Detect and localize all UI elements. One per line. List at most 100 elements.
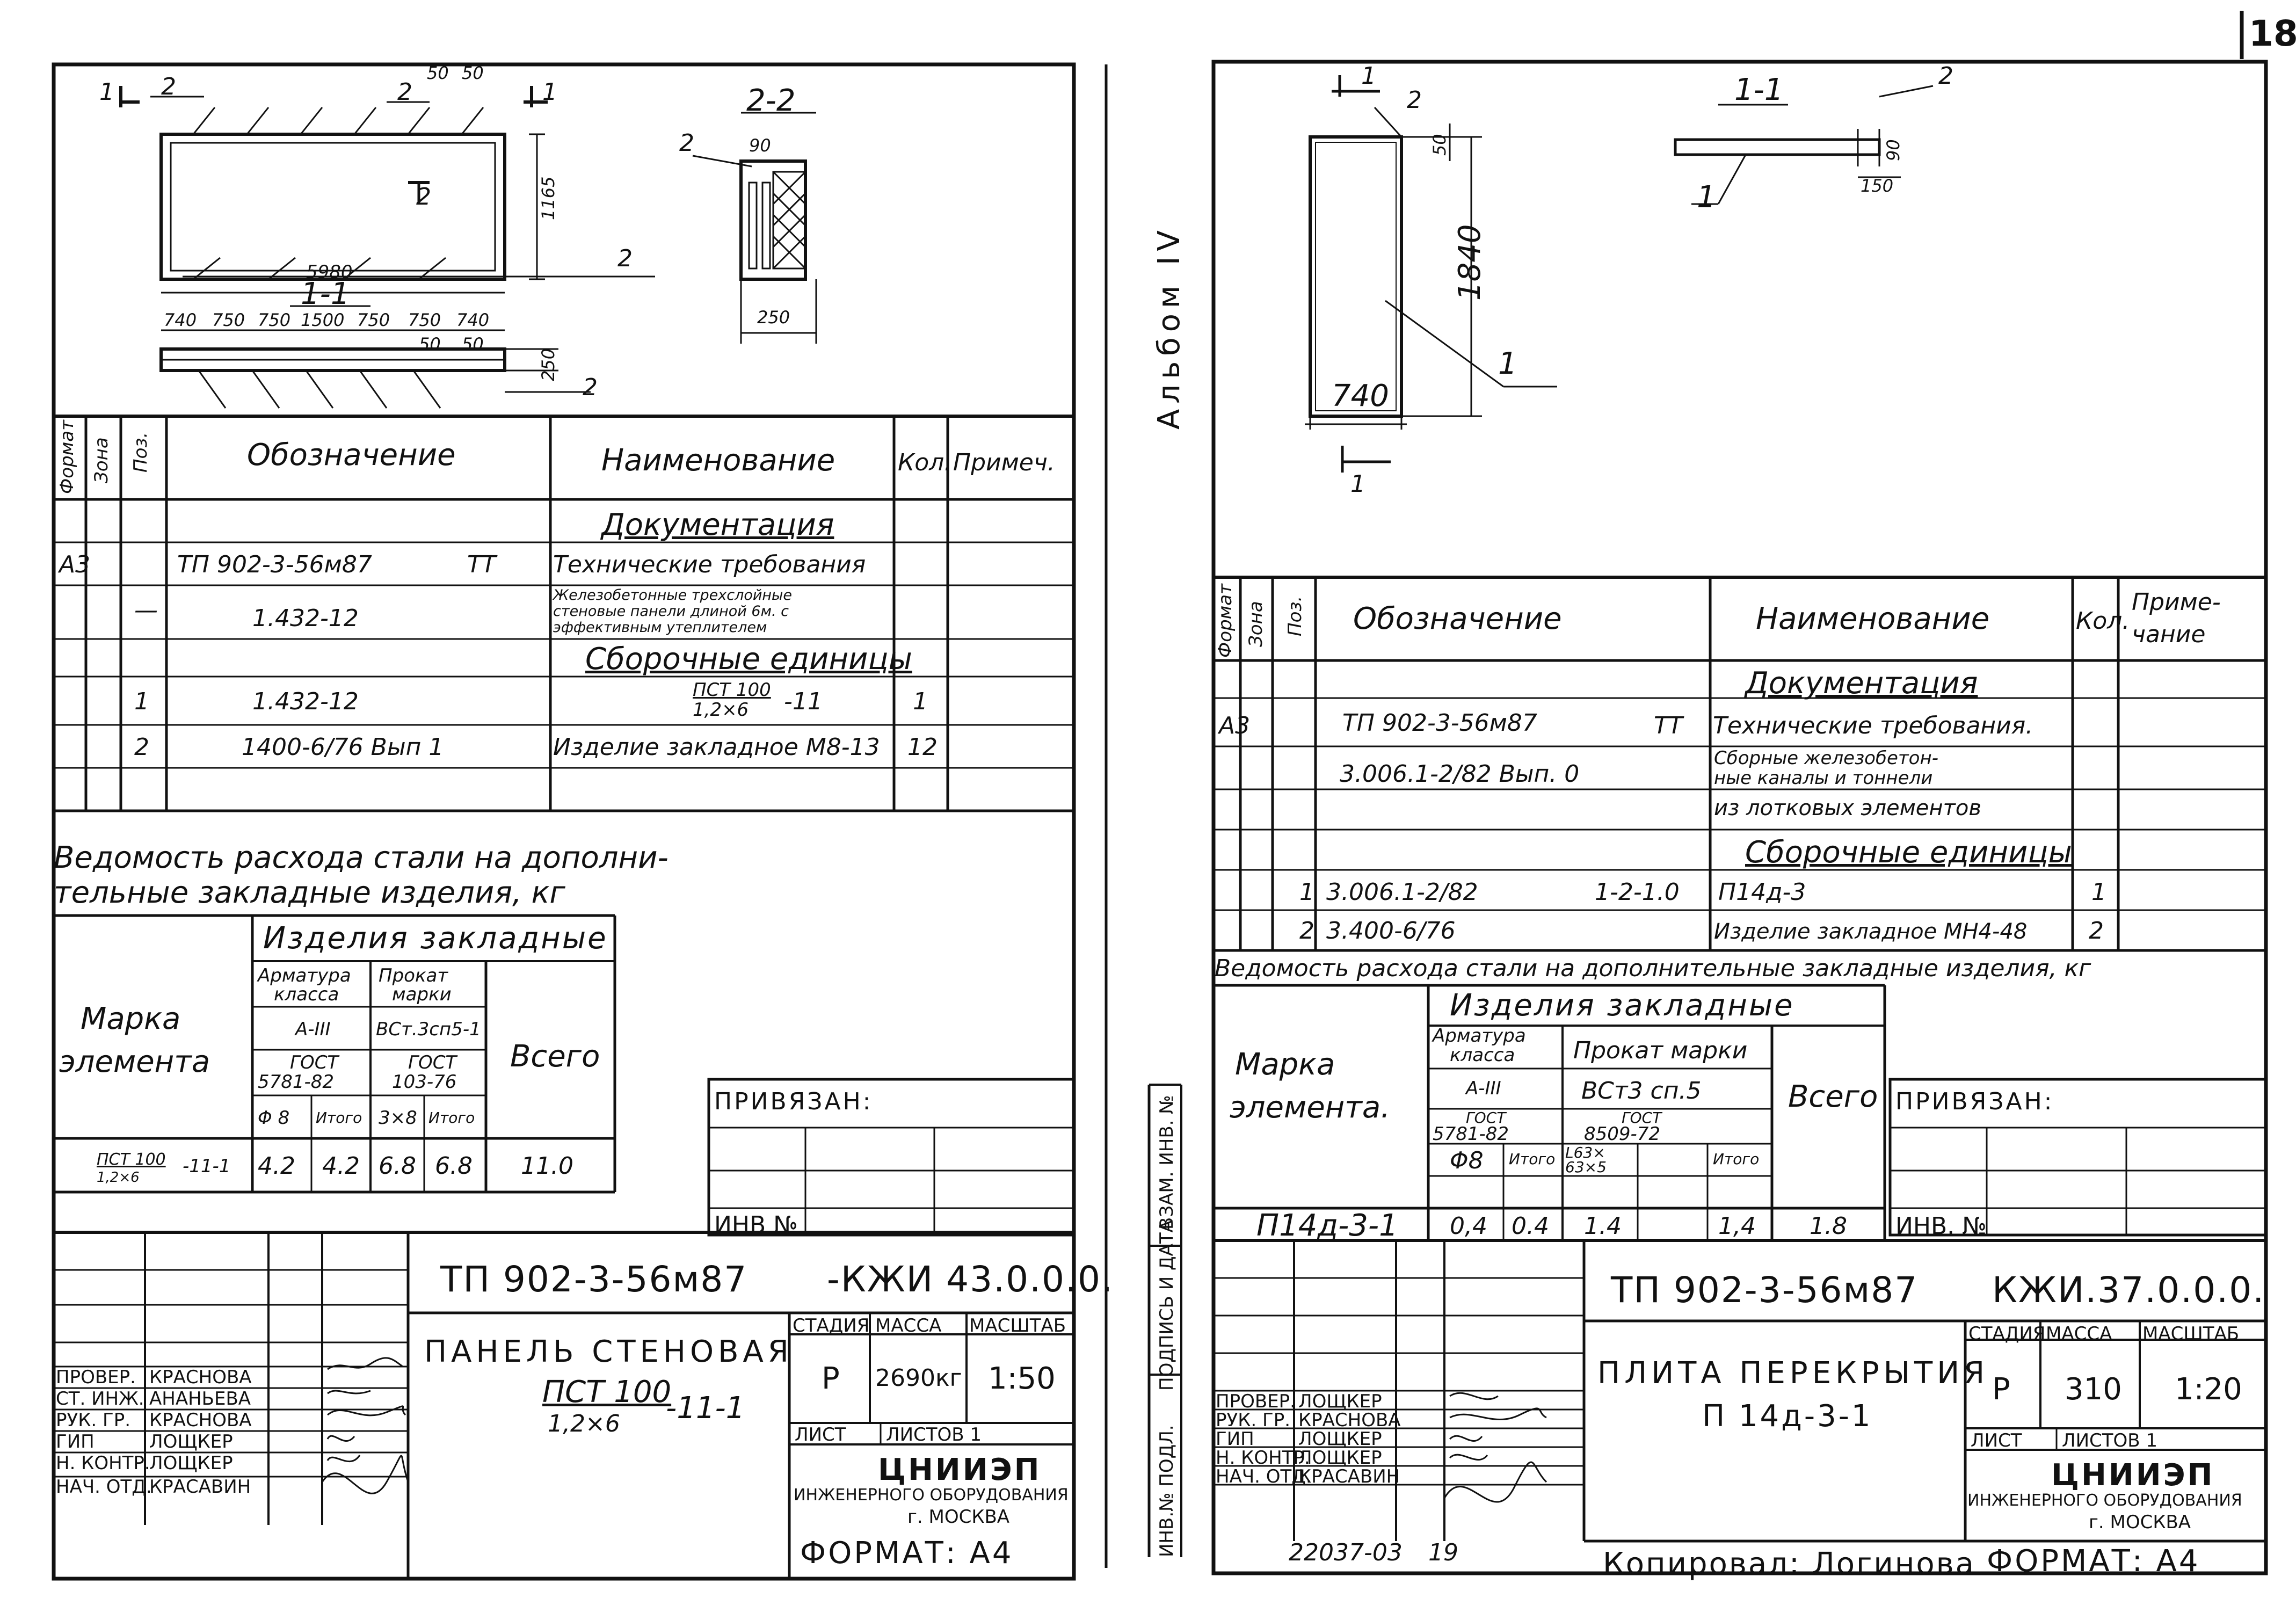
privyazan-label: ПРИВЯЗАН: xyxy=(714,1088,873,1115)
section-mark-1: 1 xyxy=(542,78,557,106)
privyazan-label: ПРИВЯЗАН: xyxy=(1895,1088,2054,1115)
dimension-label: 1165 xyxy=(538,176,558,220)
steel-title: Ведомость расхода стали на дополнительны… xyxy=(1215,955,2091,982)
drawing-title-den: 1,2×6 xyxy=(548,1410,620,1437)
person-name: КРАСАВИН xyxy=(1298,1466,1400,1487)
steel-header-rolled: Прокат марки xyxy=(1573,1037,1748,1064)
person-name: ЛОЩКЕР xyxy=(149,1431,233,1452)
mass-value: 310 xyxy=(2065,1372,2122,1407)
person-name: КРАСНОВА xyxy=(149,1367,252,1388)
steel-value: 4.2 xyxy=(322,1152,360,1180)
person-name: АНАНЬЕВА xyxy=(149,1388,251,1410)
stage-value: Р xyxy=(822,1361,840,1396)
steel-header-rebar: Арматура xyxy=(258,965,351,986)
role-label: ГИП xyxy=(1216,1428,1254,1450)
section-1-1-title: 1-1 xyxy=(1734,72,1784,107)
project-code: ТП 902-3-56м87 xyxy=(440,1259,748,1300)
format-label: ФОРМАТ: А4 xyxy=(800,1536,1014,1571)
stage-value: Р xyxy=(1992,1372,2010,1407)
side-stamp-inv-podl: ИНВ.№ ПОДЛ. xyxy=(1156,1425,1178,1557)
stage-header: СТАДИЯ xyxy=(793,1315,870,1336)
doc-code: -КЖИ 43.0.0.0. xyxy=(827,1259,1114,1300)
position-label: 2 xyxy=(1407,86,1422,114)
role-label: РУК. ГР. xyxy=(56,1410,131,1431)
steel-header-phi8: Φ 8 xyxy=(258,1107,290,1129)
person-name: КРАСНОВА xyxy=(149,1410,252,1431)
spec-header-note: Примеч. xyxy=(953,449,1055,476)
role-label: ГИП xyxy=(56,1431,95,1452)
spec-header-zone: Зона xyxy=(91,437,112,483)
spec-pos: 1 xyxy=(1299,878,1314,906)
steel-rolled-class: ВСт3 сп.5 xyxy=(1581,1077,1702,1105)
section-1-1-title: 1-1 xyxy=(301,277,350,311)
project-code: ТП 902-3-56м87 xyxy=(1611,1269,1919,1311)
dimension-label: 1500 xyxy=(301,310,345,330)
steel-rebar-gost: ГОСТ xyxy=(290,1052,339,1073)
spec-header-qty: Кол. xyxy=(2076,607,2130,635)
spec-header-qty: Кол. xyxy=(898,449,952,476)
steel-value: 11.0 xyxy=(521,1152,573,1180)
steel-header-rebar: класса xyxy=(274,984,339,1005)
steel-rolled-gost: 8509-72 xyxy=(1584,1123,1661,1145)
spec-name: Изделие закладное МН4-48 xyxy=(1714,919,2028,944)
steel-row-mark-num: ПСТ 100 xyxy=(97,1150,166,1169)
spec-header-pos: Поз. xyxy=(130,432,151,473)
position-label: 2 xyxy=(1938,62,1953,90)
spec-header-note: Приме- xyxy=(2132,589,2221,616)
dimension-label: 750 xyxy=(258,310,291,330)
cut-mark-2: 2 xyxy=(416,183,431,210)
steel-header-rebar: класса xyxy=(1450,1044,1515,1066)
spec-tt: ТТ xyxy=(467,551,496,578)
role-label: Н. КОНТР. xyxy=(56,1452,150,1474)
dimension-label: 50 xyxy=(419,334,441,354)
org-city: г. МОСКВА xyxy=(2089,1512,2191,1533)
steel-header-angle: 63×5 xyxy=(1565,1158,1607,1176)
spec-qty: 2 xyxy=(2089,917,2104,945)
spec-header-note: чание xyxy=(2132,621,2206,648)
dimension-label: 5980 xyxy=(306,262,353,283)
spec-header-format: Формат xyxy=(1215,584,1236,658)
page-number: 18 xyxy=(2249,13,2296,54)
steel-header-rebar: Арматура xyxy=(1433,1025,1526,1047)
position-label: 1 xyxy=(1697,180,1716,215)
steel-header-3x8: 3×8 xyxy=(379,1107,417,1129)
steel-rebar-gost: ГОСТ xyxy=(1466,1109,1506,1127)
spec-header-format: Формат xyxy=(56,420,78,494)
spec-name-fraction-den: 1,2×6 xyxy=(693,699,749,721)
stage-header: СТАДИЯ xyxy=(1968,1323,2046,1345)
spec-name: П14д-3 xyxy=(1718,878,1806,906)
spec-name-line3: из лотковых элементов xyxy=(1714,796,1981,820)
steel-header-total: Всего xyxy=(510,1039,600,1074)
role-label: ПРОВЕР. xyxy=(56,1367,136,1388)
role-label: Н. КОНТР. xyxy=(1216,1447,1310,1469)
steel-header-phi8: Φ8 xyxy=(1450,1147,1484,1174)
archive-code: 22037-03 xyxy=(1289,1539,1403,1566)
steel-rolled-gost: 103-76 xyxy=(392,1071,457,1093)
spec-name-suffix: -11 xyxy=(784,688,823,715)
steel-header-mark: элемента. xyxy=(1230,1090,1391,1125)
spec-pos: — xyxy=(134,597,158,624)
spec-header-zone: Зона xyxy=(1245,601,1267,647)
steel-row-mark-den: 1,2×6 xyxy=(97,1170,140,1186)
spec-header-name: Наименование xyxy=(1756,601,1990,636)
drawing-title-num: ПСТ 100 xyxy=(542,1375,672,1410)
spec-format-a3: А3 xyxy=(1219,712,1251,739)
spec-section-docs: Документация xyxy=(601,507,834,542)
position-label: 2 xyxy=(617,245,633,272)
spec-name-line2: стеновые панели длиной 6м. с xyxy=(553,603,789,620)
dimension-label: 50 xyxy=(1429,134,1450,156)
spec-designation: 3.400-6/76 xyxy=(1326,917,1456,945)
steel-header-rolled: Прокат xyxy=(379,965,448,986)
section-2-2-title: 2-2 xyxy=(746,83,796,118)
spec-qty: 1 xyxy=(913,688,928,715)
archive-number: 19 xyxy=(1428,1539,1458,1566)
dimension-label: 750 xyxy=(357,310,390,330)
org-subtitle: ИНЖЕНЕРНОГО ОБОРУДОВАНИЯ xyxy=(794,1486,1069,1505)
person-name: КРАСНОВА xyxy=(1298,1410,1401,1431)
section-mark-1: 1 xyxy=(1350,470,1365,498)
steel-title-line1: Ведомость расхода стали на дополни- xyxy=(54,840,669,875)
sheets-label: ЛИСТОВ 1 xyxy=(2062,1430,2158,1451)
drawing-subtitle: П 14д-3-1 xyxy=(1702,1399,1873,1434)
steel-value: 6.8 xyxy=(379,1152,416,1180)
